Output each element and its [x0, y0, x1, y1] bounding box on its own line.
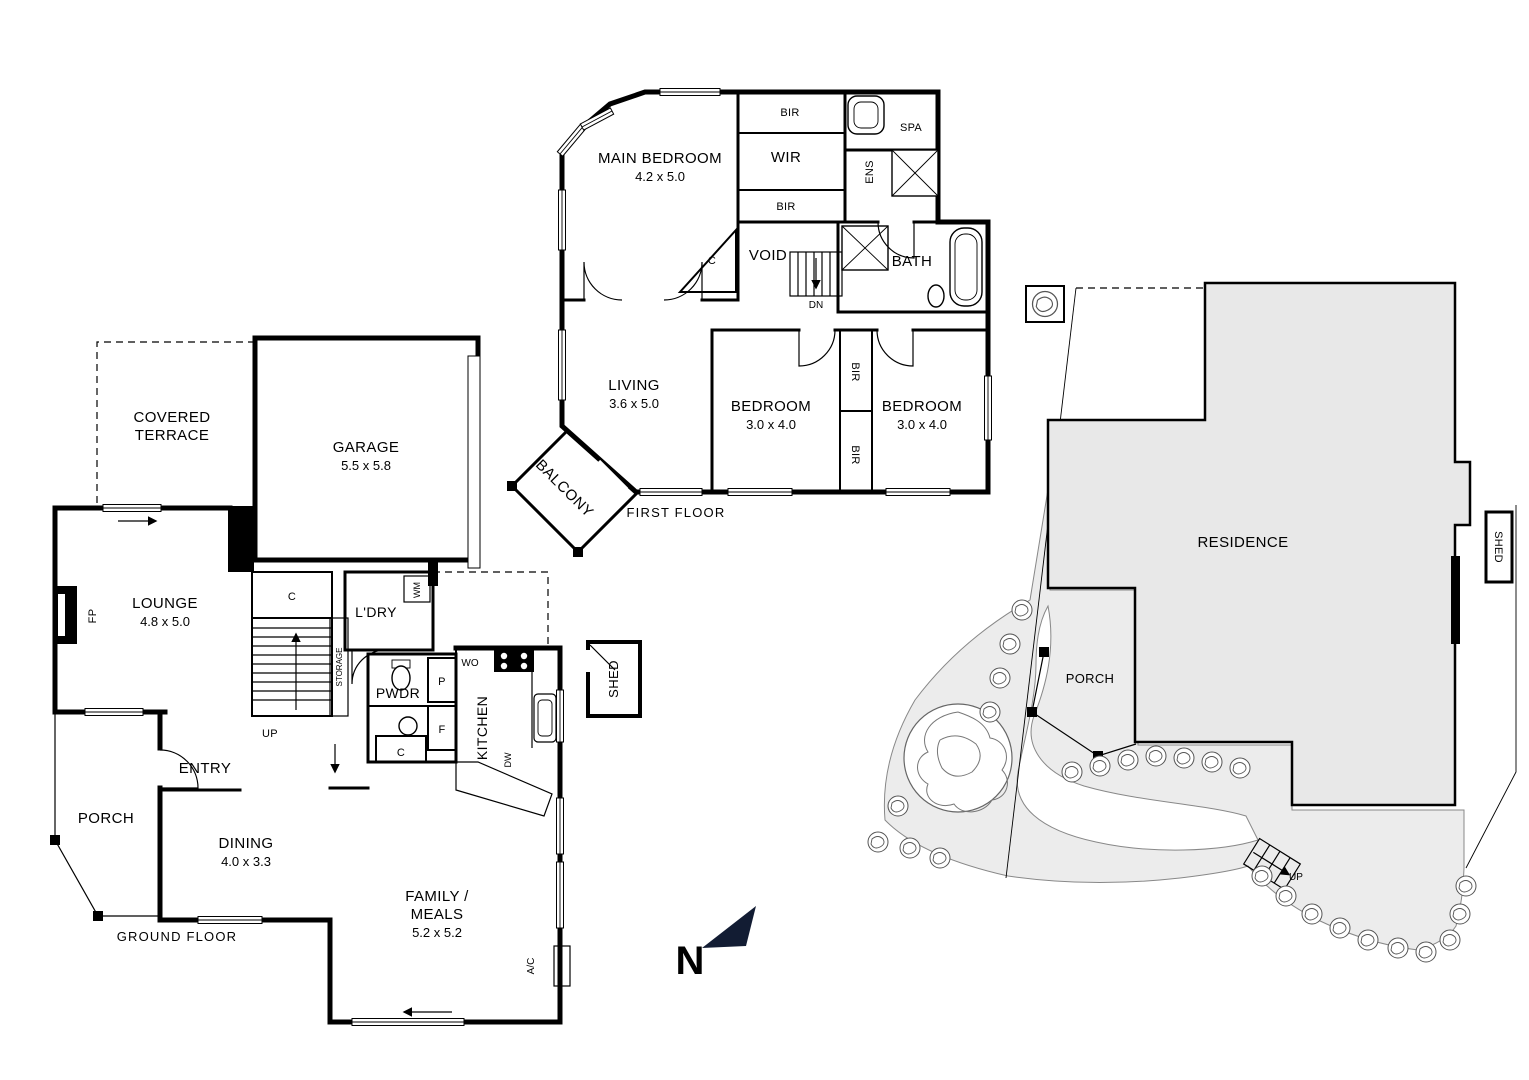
ens-label: ENS	[864, 160, 876, 184]
porch-label: PORCH	[78, 810, 134, 827]
fridge-label: F	[438, 724, 445, 736]
covered-terrace-outline	[96, 341, 255, 508]
stairs-down	[789, 251, 843, 297]
bathtub	[949, 227, 983, 307]
first-floor-walls	[560, 90, 990, 494]
bath-label: BATH	[892, 253, 933, 270]
wir-label: WIR	[771, 149, 801, 166]
bir-left-label: BIR	[849, 362, 861, 381]
laundry-label: L'DRY	[355, 604, 397, 620]
kitchen-dashed-outline	[433, 571, 549, 648]
entry-label: ENTRY	[179, 760, 232, 777]
ac-unit	[553, 945, 571, 987]
first-floor-plan: MAIN BEDROOM 4.2 x 5.0 BIR WIR SPA ENS B…	[507, 88, 992, 557]
powder-room	[366, 652, 458, 764]
steps-up-label: UP	[1289, 872, 1303, 883]
main-bedroom-label: MAIN BEDROOM	[598, 150, 722, 167]
dining-dims: 4.0 x 3.3	[221, 854, 271, 869]
ground-floor-plan: COVERED TERRACE GARAGE 5.5 x 5.8 LOUNGE …	[50, 335, 642, 1026]
kitchen	[455, 650, 557, 817]
living-label: LIVING	[608, 377, 660, 394]
ground-floor-windows	[84, 504, 571, 1026]
bedroom2-dims: 3.0 x 4.0	[746, 417, 796, 432]
wo-label: WO	[461, 658, 478, 669]
retaining-wall	[1451, 556, 1460, 644]
north-arrow: N	[676, 906, 756, 983]
family-dims: 5.2 x 5.2	[412, 925, 462, 940]
first-floor-caption: FIRST FLOOR	[627, 505, 726, 520]
pantry-label: P	[438, 676, 446, 688]
site-plan: RESIDENCE SHED PORCH	[867, 281, 1517, 963]
storage-label: STORAGE	[335, 648, 344, 687]
living-dims: 3.6 x 5.0	[609, 396, 659, 411]
spa-label: SPA	[900, 122, 922, 134]
storage-cupboard	[329, 617, 349, 717]
balcony-door-opening	[595, 459, 629, 493]
north-arrow-pennant	[702, 906, 756, 948]
residence-label: RESIDENCE	[1197, 534, 1288, 551]
family-label1: FAMILY /	[405, 888, 469, 905]
garden-steps: UP	[1242, 837, 1303, 891]
covered-terrace-label1: COVERED	[134, 409, 211, 426]
garage-label: GARAGE	[333, 439, 400, 456]
bir-mid-label: BIR	[776, 201, 795, 213]
wm-label: WM	[412, 582, 422, 598]
closet-c-label: C	[708, 255, 716, 267]
site-shed: SHED	[1484, 510, 1514, 584]
gf-shed	[585, 640, 642, 718]
fp-label: FP	[87, 609, 99, 624]
sink	[533, 693, 557, 743]
bedroom3-dims: 3.0 x 4.0	[897, 417, 947, 432]
laundry	[343, 570, 435, 685]
garage-dims: 5.5 x 5.8	[341, 458, 391, 473]
stairs-up	[251, 617, 333, 717]
ground-floor-walls	[52, 505, 563, 1025]
kitchen-peninsula	[455, 761, 553, 817]
toilet	[927, 284, 945, 308]
up-label: UP	[262, 728, 278, 740]
dw-label: DW	[503, 752, 513, 767]
boundary-right	[1465, 505, 1517, 869]
planter-box	[1025, 285, 1065, 323]
bedroom2-label: BEDROOM	[731, 398, 811, 415]
pwdr-label: PWDR	[376, 685, 420, 701]
family-label2: MEALS	[411, 906, 464, 923]
bir-top-label: BIR	[780, 107, 799, 119]
gf-shed-label: SHED	[606, 660, 621, 698]
ac-label: A/C	[526, 958, 537, 975]
closet-lower-label: C	[397, 747, 405, 759]
first-floor-doors	[583, 221, 915, 367]
fireplace	[53, 586, 77, 644]
residence-outline	[1046, 281, 1472, 807]
dining-label: DINING	[219, 835, 274, 852]
garage-outline	[252, 335, 481, 563]
void-label: VOID	[749, 247, 787, 264]
spa-tub	[847, 95, 885, 135]
ensuite-shower	[891, 149, 939, 197]
direction-arrows	[118, 516, 452, 1017]
bath-shower	[841, 225, 889, 271]
site-shed-label: SHED	[1492, 531, 1504, 563]
gf-porch	[50, 712, 160, 921]
lounge-label: LOUNGE	[132, 595, 198, 612]
lounge-dims: 4.8 x 5.0	[140, 614, 190, 629]
closet-upper-label: C	[288, 591, 296, 603]
kitchen-label: KITCHEN	[474, 696, 490, 760]
entry-door	[159, 749, 199, 789]
bir-right-label: BIR	[849, 445, 861, 464]
boundary-left	[1005, 287, 1077, 879]
main-bedroom-dims: 4.2 x 5.0	[635, 169, 685, 184]
dn-label: DN	[809, 300, 823, 311]
north-label: N	[676, 939, 705, 983]
covered-terrace-label2: TERRACE	[135, 427, 209, 444]
tree	[903, 703, 1013, 813]
site-porch-label: PORCH	[1066, 671, 1114, 686]
first-floor-windows	[556, 88, 992, 496]
cooktop	[494, 650, 534, 672]
ground-floor-caption: GROUND FLOOR	[117, 929, 238, 944]
bedroom3-label: BEDROOM	[882, 398, 962, 415]
garage-door	[467, 355, 481, 569]
